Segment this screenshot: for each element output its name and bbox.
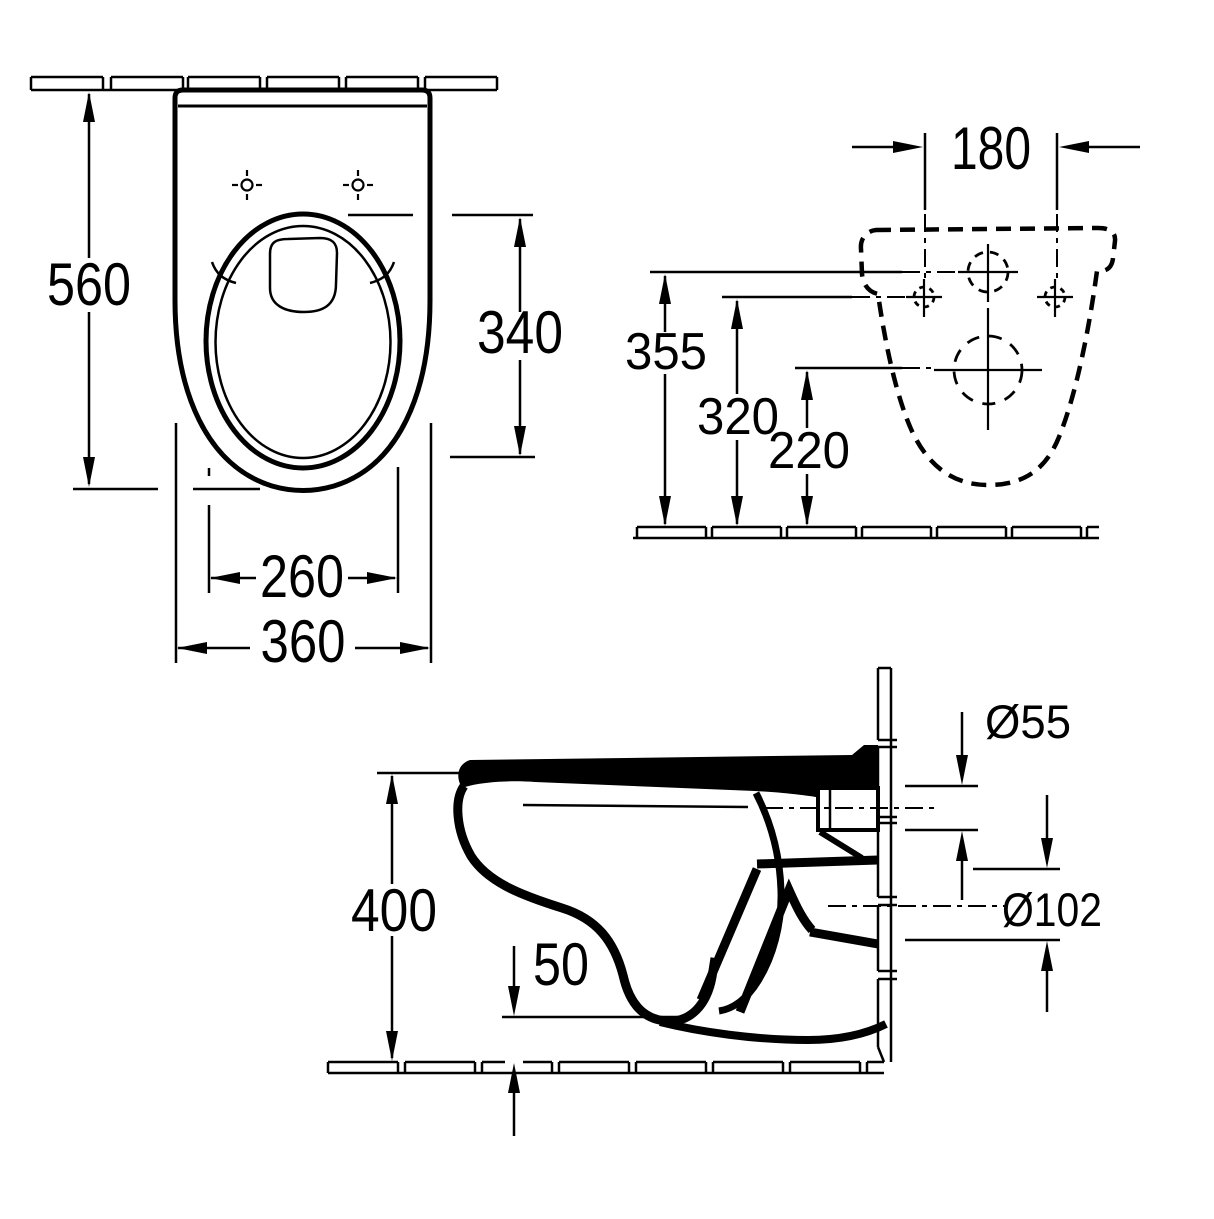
fixing-hole-right [1037,279,1073,317]
dim-360: 360 [174,423,433,675]
seat-surface-line [522,803,749,809]
dim-dia55: Ø55 [905,695,1071,900]
dim-560: 560 [47,92,260,491]
dim-340-label: 340 [477,299,563,366]
floor-hatch-rear-view [633,525,1099,540]
top-view: 560 340 260 [29,75,563,675]
rear-view: 180 355 320 220 [625,115,1140,540]
supply-hole [958,244,1018,302]
dim-355: 355 [625,274,707,526]
wc-body-outline-rear [858,225,1118,488]
dim-50-label: 50 [533,931,589,998]
rim-top-band [458,745,878,798]
floor-hatch-side-view [326,1060,884,1075]
seat-hole-left [232,170,262,200]
dim-dia55-label: Ø55 [985,695,1071,748]
outlet-pipe-diagonal-2 [735,878,816,1014]
rim-notch-right [369,261,396,285]
seat-hole-right [343,170,373,200]
dim-260-label: 260 [260,543,344,610]
outlet-bottom-line [809,927,879,949]
dim-320: 320 [697,299,779,526]
side-view: 400 50 Ø55 Ø102 [326,666,1102,1136]
dim-220: 220 [768,370,850,526]
wc-body-outline-top [172,87,433,493]
spud-under-diagonal [818,829,864,861]
flush-inlet-outline [268,236,339,314]
dim-180-label: 180 [951,115,1031,182]
wall-hatch-side-view [876,666,897,1063]
dim-50: 50 [502,931,686,1136]
front-underside-curve [453,783,720,1026]
dim-dia102: Ø102 [905,795,1102,1012]
dim-260: 260 [207,467,400,610]
dim-400: 400 [351,771,465,1061]
bowl-outer-rim [203,211,403,471]
outlet-pipe-diagonal-1 [696,867,762,1002]
dim-560-label: 560 [47,251,131,318]
bowl-inner-rim [214,224,392,460]
dim-dia102-label: Ø102 [1002,883,1102,936]
rim-notch-left [210,261,237,285]
outlet-hole [934,308,1042,430]
wc-body-outline-side [453,745,888,1045]
dim-340: 340 [348,213,563,459]
dim-220-label: 220 [768,422,850,480]
dim-400-label: 400 [351,877,437,944]
dim-320-label: 320 [697,388,779,446]
dim-180: 180 [852,115,1140,280]
dim-355-label: 355 [625,323,707,381]
under-sweep-curve [659,1018,888,1045]
dim-360-label: 360 [261,608,346,675]
fixing-hole-left [906,279,942,317]
outlet-top-line [756,855,879,869]
